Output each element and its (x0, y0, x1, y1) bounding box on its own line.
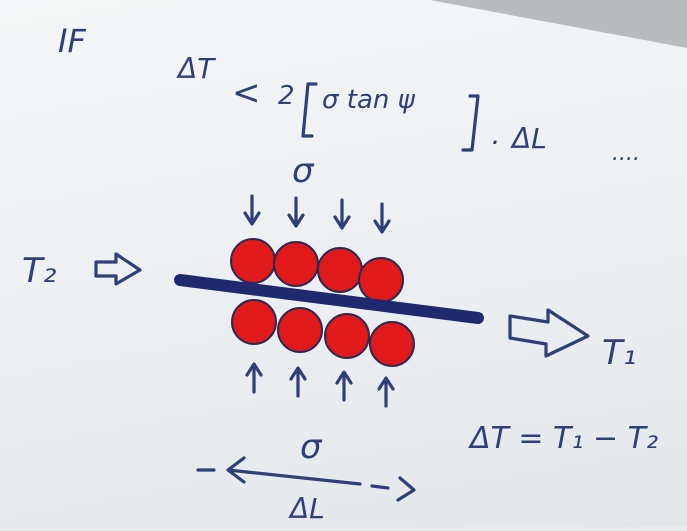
condition-delta-l: ΔL (510, 122, 547, 155)
delta-t-equation: ΔT = T₁ − T₂ (468, 421, 658, 456)
sigma-top-label: σ (292, 151, 315, 191)
top-particle-row (230, 238, 404, 303)
top-stress-arrows (243, 194, 391, 234)
if-text: IF (58, 22, 86, 60)
coefficient-two: 2 (278, 81, 295, 111)
delta-l-dimension (196, 456, 416, 502)
up-arrow-3 (335, 370, 353, 402)
bracket-content: σ tan ψ (322, 85, 416, 115)
particle (369, 321, 415, 367)
belt-sheet (174, 274, 484, 324)
particle (230, 238, 276, 284)
particle (358, 257, 404, 303)
condition-delta-t: ΔT (176, 52, 216, 85)
down-arrow-2 (287, 196, 305, 228)
bottom-stress-arrows (245, 362, 395, 408)
dimension-arrow-right (370, 476, 416, 502)
dimension-arrow-left (226, 456, 362, 486)
bottom-particle-row (231, 299, 415, 367)
left-bracket (301, 82, 318, 138)
less-than-symbol: < (232, 73, 261, 113)
t1-label: T₁ (602, 333, 636, 373)
particle (231, 299, 277, 345)
t2-pull-arrow (94, 252, 142, 286)
down-arrow-3 (333, 198, 351, 230)
up-arrow-1 (245, 362, 263, 394)
particle (273, 241, 319, 287)
sigma-bottom-label: σ (300, 427, 323, 467)
t2-label: T₂ (22, 251, 57, 291)
down-arrow-4 (373, 202, 391, 234)
right-bracket (461, 94, 480, 152)
up-arrow-4 (377, 376, 395, 408)
ellipsis-text: .... (612, 141, 640, 166)
particle (277, 307, 323, 353)
down-arrow-1 (243, 194, 261, 226)
up-arrow-2 (289, 366, 307, 398)
particle (324, 313, 370, 359)
dot-symbol: · (490, 126, 499, 159)
t1-pull-arrow (508, 308, 590, 358)
particle (317, 247, 363, 293)
board-edge-shadow (430, 0, 687, 48)
delta-l-label: ΔL (288, 492, 325, 525)
